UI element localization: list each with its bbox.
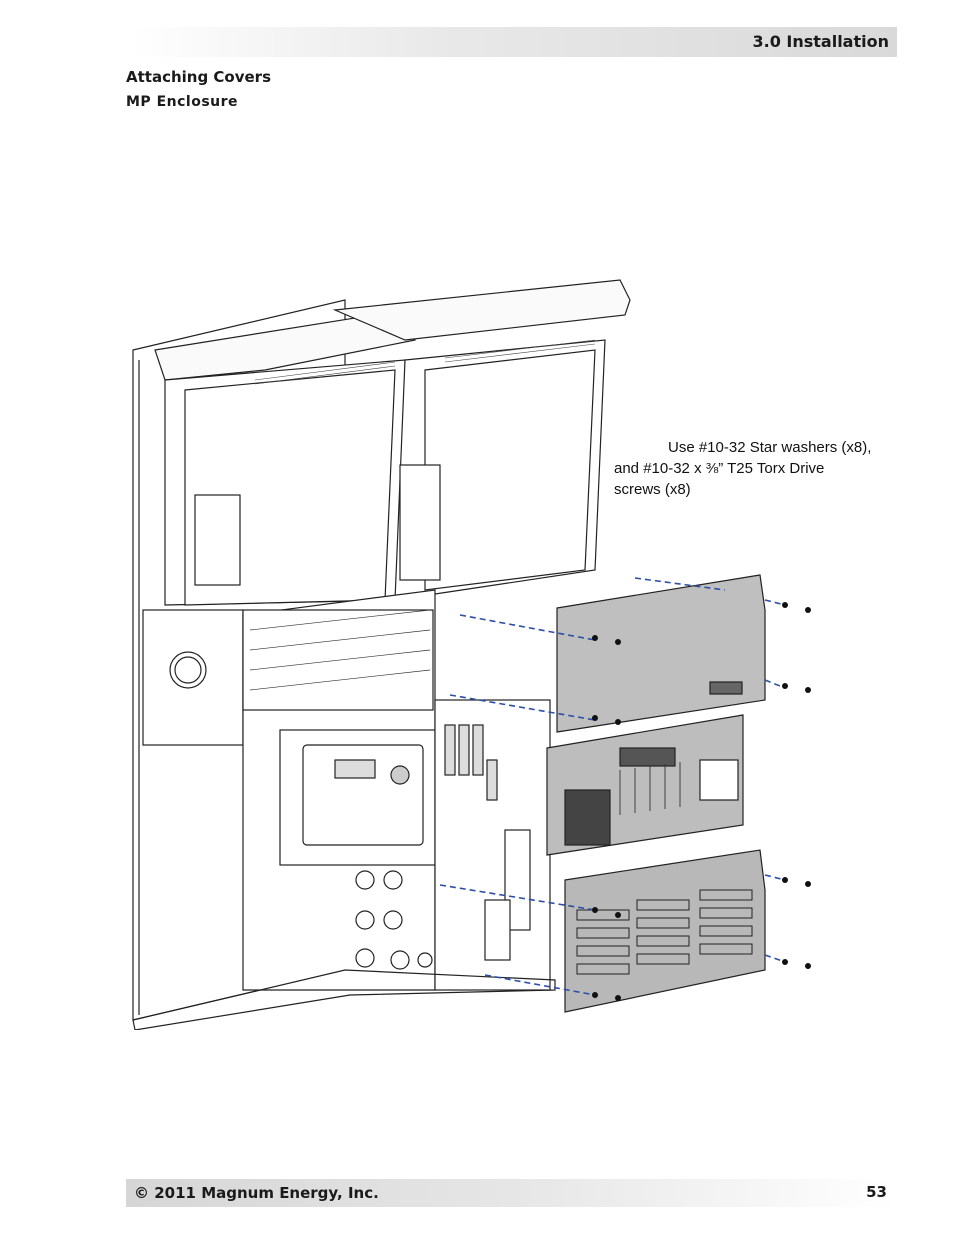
subsection-title: MP Enclosure (126, 94, 239, 110)
lower-cover (564, 849, 766, 1013)
footer-copyright: © 2011 Magnum Energy, Inc. (134, 1184, 379, 1202)
screw-instructions-callout: Use #10-32 Star washers (x8), and #10-32… (614, 437, 904, 500)
callout-line-1: Use #10-32 Star washers (x8), (668, 439, 872, 456)
header-section-title: 3.0 Installation (752, 32, 889, 51)
right-hood (332, 279, 631, 341)
header-bar: 3.0 Installation (130, 27, 897, 57)
footer-bar: © 2011 Magnum Energy, Inc. 53 (126, 1179, 897, 1207)
callout-line-3: screws (x8) (614, 481, 691, 498)
enclosure-diagram (132, 279, 811, 1030)
section-title: Attaching Covers (126, 68, 272, 86)
callout-line-2: and #10-32 x ⅜” T25 Torx Drive (614, 460, 825, 477)
upper-cover (556, 574, 766, 733)
page-number: 53 (866, 1183, 887, 1201)
